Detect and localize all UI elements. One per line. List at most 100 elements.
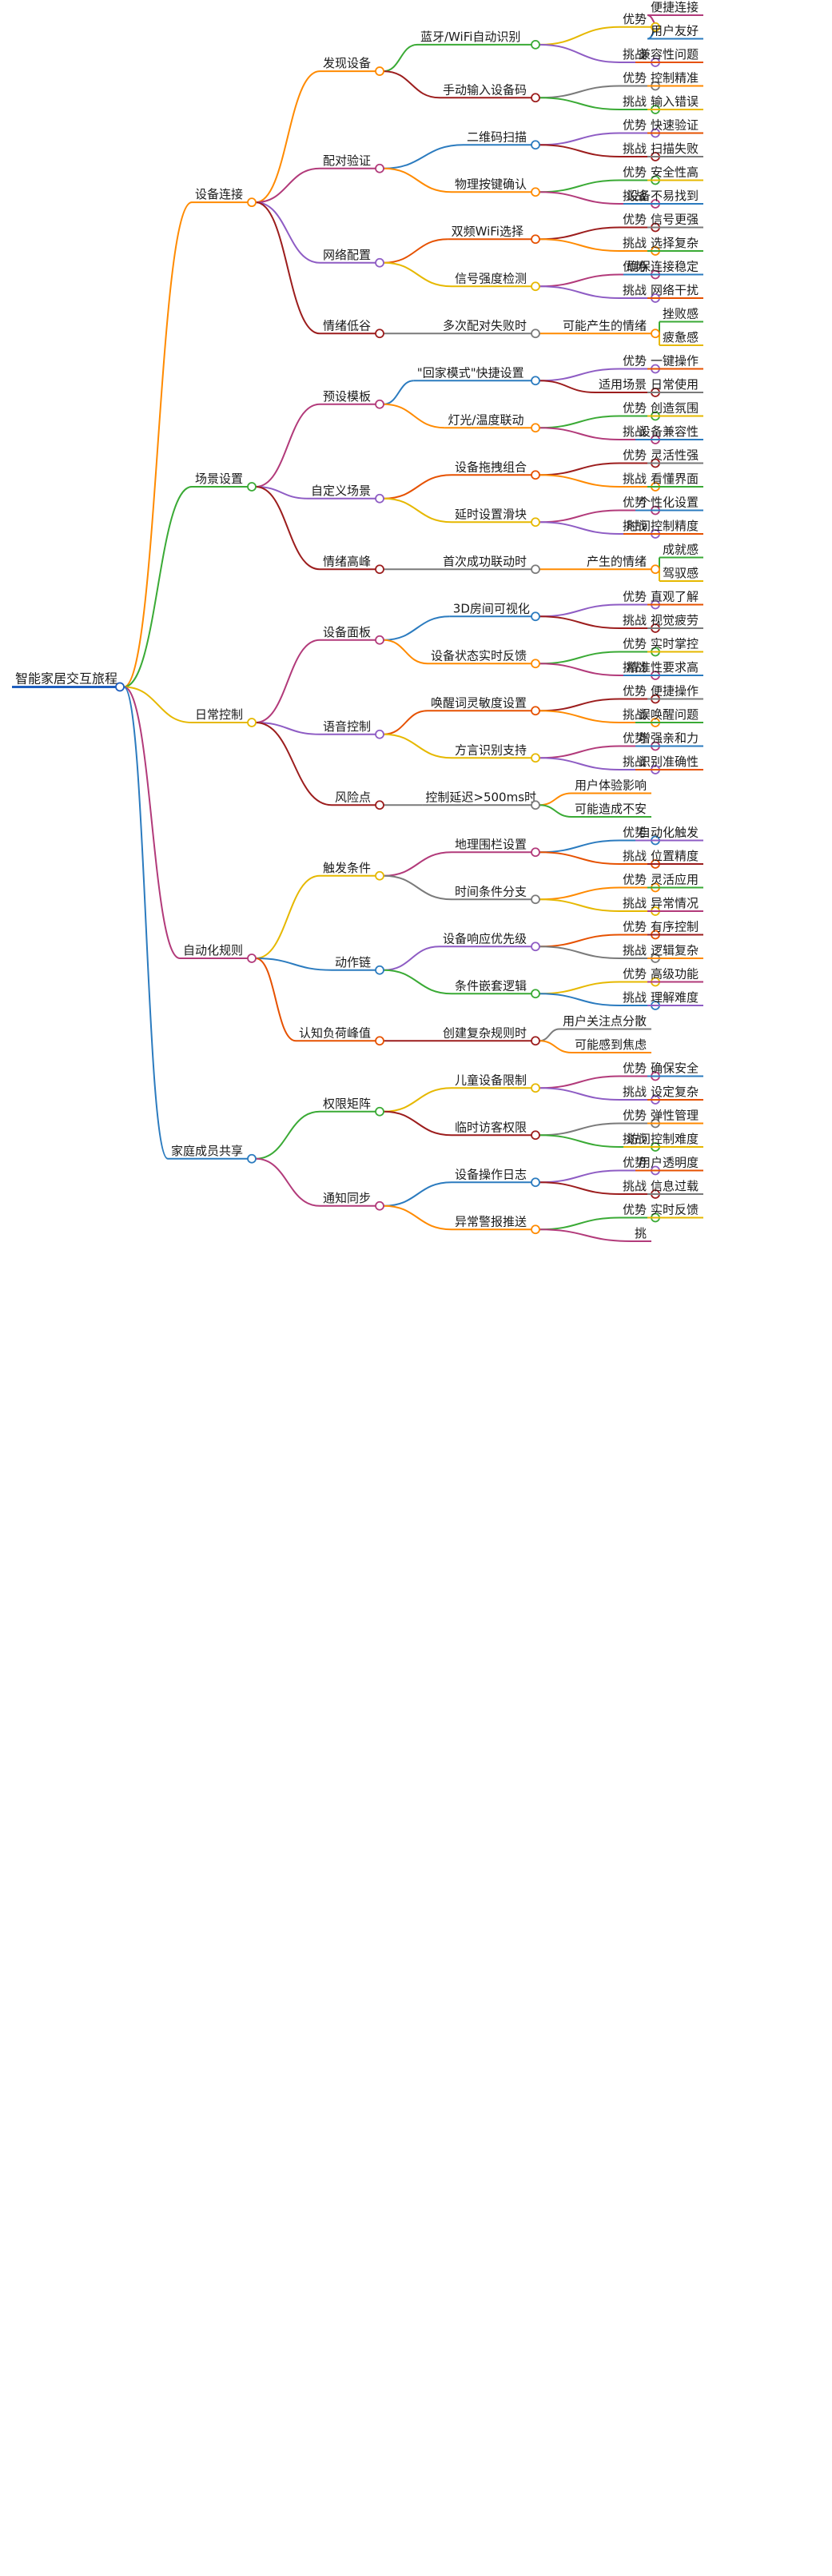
node-设备拖拽组合[interactable]: 设备拖拽组合 <box>452 460 540 480</box>
node-设备响应优先级[interactable]: 设备响应优先级 <box>440 931 540 952</box>
node-方言识别支持[interactable]: 方言识别支持 <box>452 743 540 763</box>
node-理解难度[interactable]: 理解难度 <box>647 990 703 1006</box>
node-设备状态实时反馈[interactable]: 设备状态实时反馈 <box>428 648 540 669</box>
node-实时掌控[interactable]: 实时掌控 <box>647 637 703 653</box>
node-信号更强[interactable]: 信号更强 <box>647 213 703 229</box>
node-connector[interactable] <box>531 564 540 575</box>
node-设备不易找到[interactable]: 设备不易找到 <box>623 189 703 205</box>
node-权限矩阵[interactable]: 权限矩阵 <box>320 1097 384 1117</box>
node-信息过载[interactable]: 信息过载 <box>647 1179 703 1195</box>
node-直观了解[interactable]: 直观了解 <box>647 590 703 606</box>
node-用户体验影响[interactable]: 用户体验影响 <box>571 778 651 794</box>
node-connector[interactable] <box>531 847 540 858</box>
node-便捷操作[interactable]: 便捷操作 <box>647 684 703 700</box>
node-个性化设置[interactable]: 个性化设置 <box>635 496 703 512</box>
node-connector[interactable] <box>375 163 384 173</box>
node-connector[interactable] <box>247 482 257 492</box>
node-风险点[interactable]: 风险点 <box>332 790 384 810</box>
node-connector[interactable] <box>375 66 384 76</box>
node-connector[interactable] <box>531 234 540 245</box>
node-适用场景[interactable]: 适用场景 <box>595 377 660 397</box>
node-快速验证[interactable]: 快速验证 <box>647 118 703 134</box>
node-connector[interactable] <box>115 682 125 692</box>
node-控制延迟-500ms时[interactable]: 控制延迟>500ms时 <box>422 790 540 810</box>
node-优势[interactable]: 优势 <box>619 637 660 657</box>
node-儿童设备限制[interactable]: 儿童设备限制 <box>452 1073 540 1093</box>
node-创建复杂规则时[interactable]: 创建复杂规则时 <box>440 1025 540 1046</box>
node-唤醒词灵敏度设置[interactable]: 唤醒词灵敏度设置 <box>428 695 540 716</box>
node-connector[interactable] <box>247 954 257 963</box>
node-时间控制精度[interactable]: 时间控制精度 <box>623 519 703 535</box>
node-信号强度检测[interactable]: 信号强度检测 <box>452 271 540 292</box>
node-connector[interactable] <box>531 1177 540 1188</box>
node-异常情况[interactable]: 异常情况 <box>647 896 703 912</box>
node-预设模板[interactable]: 预设模板 <box>320 389 384 409</box>
node-挑战[interactable]: 挑战 <box>619 896 660 916</box>
node-优势[interactable]: 优势 <box>619 684 660 704</box>
node-connector[interactable] <box>375 257 384 268</box>
node-回家模式-快捷设置[interactable]: "回家模式"快捷设置 <box>413 365 540 386</box>
node-自定义场景[interactable]: 自定义场景 <box>308 484 384 504</box>
node-增强亲和力[interactable]: 增强亲和力 <box>635 731 703 747</box>
node-connector[interactable] <box>375 1106 384 1117</box>
node-设备兼容性[interactable]: 设备兼容性 <box>635 424 703 440</box>
node-挑战[interactable]: 挑战 <box>619 943 660 963</box>
node-访问控制难度[interactable]: 访问控制难度 <box>623 1132 703 1148</box>
node-connector[interactable] <box>531 894 540 905</box>
node-时间条件分支[interactable]: 时间条件分支 <box>452 884 540 905</box>
node-网络配置[interactable]: 网络配置 <box>320 248 384 268</box>
node-日常使用[interactable]: 日常使用 <box>647 377 703 393</box>
node-设定复杂[interactable]: 设定复杂 <box>647 1085 703 1101</box>
node-认知负荷峰值[interactable]: 认知负荷峰值 <box>296 1025 384 1046</box>
node-connector[interactable] <box>531 517 540 528</box>
node-看懂界面[interactable]: 看懂界面 <box>647 472 703 488</box>
node-确保连接稳定[interactable]: 确保连接稳定 <box>623 260 703 276</box>
node-异常警报推送[interactable]: 异常警报推送 <box>452 1214 540 1235</box>
node-设备连接[interactable]: 设备连接 <box>192 187 257 208</box>
node-位置精度[interactable]: 位置精度 <box>647 849 703 865</box>
node-connector[interactable] <box>375 635 384 645</box>
node-connector[interactable] <box>247 197 257 208</box>
node-高级功能[interactable]: 高级功能 <box>647 967 703 983</box>
node-connector[interactable] <box>375 800 384 810</box>
node-connector[interactable] <box>375 399 384 409</box>
node-connector[interactable] <box>375 493 384 504</box>
node-视觉疲劳[interactable]: 视觉疲劳 <box>647 613 703 629</box>
node-connector[interactable] <box>531 39 540 50</box>
node-connector[interactable] <box>531 1130 540 1141</box>
node-物理按键确认[interactable]: 物理按键确认 <box>452 177 540 197</box>
node-3D房间可视化[interactable]: 3D房间可视化 <box>449 601 540 622</box>
node-connector[interactable] <box>375 870 384 881</box>
node-有序控制[interactable]: 有序控制 <box>647 920 703 936</box>
node-扫描失败[interactable]: 扫描失败 <box>647 141 703 157</box>
node-挑战[interactable]: 挑战 <box>619 424 660 444</box>
node-双频WiFi选择[interactable]: 双频WiFi选择 <box>448 224 540 245</box>
node-产生的情绪[interactable]: 产生的情绪 <box>583 554 660 575</box>
node-成就感[interactable]: 成就感 <box>659 543 703 559</box>
node-connector[interactable] <box>531 376 540 386</box>
node-用户透明度[interactable]: 用户透明度 <box>635 1156 703 1172</box>
node-connector[interactable] <box>531 1083 540 1093</box>
node-connector[interactable] <box>531 611 540 622</box>
node-connector[interactable] <box>375 1036 384 1046</box>
node-可能造成不安[interactable]: 可能造成不安 <box>571 802 651 818</box>
node-弹性管理[interactable]: 弹性管理 <box>647 1109 703 1125</box>
node-设备面板[interactable]: 设备面板 <box>320 625 384 645</box>
node-connector[interactable] <box>531 1036 540 1046</box>
node-输入错误[interactable]: 输入错误 <box>647 94 703 110</box>
node-connector[interactable] <box>531 140 540 150</box>
node-通知同步[interactable]: 通知同步 <box>320 1191 384 1211</box>
node-驾驭感[interactable]: 驾驭感 <box>659 566 703 582</box>
node-场景设置[interactable]: 场景设置 <box>192 472 257 492</box>
node-识别准确性[interactable]: 识别准确性 <box>635 754 703 770</box>
node-灯光-温度联动[interactable]: 灯光/温度联动 <box>444 412 540 433</box>
node-地理围栏设置[interactable]: 地理围栏设置 <box>452 837 540 858</box>
node-条件嵌套逻辑[interactable]: 条件嵌套逻辑 <box>452 978 540 999</box>
node-connector[interactable] <box>531 1224 540 1235</box>
node-二维码扫描[interactable]: 二维码扫描 <box>464 129 540 150</box>
node-挑战[interactable]: 挑战 <box>619 990 660 1010</box>
node-connector[interactable] <box>247 718 257 727</box>
node-首次成功联动时[interactable]: 首次成功联动时 <box>440 554 540 575</box>
node-connector[interactable] <box>247 1153 257 1164</box>
node-connector[interactable] <box>531 187 540 197</box>
